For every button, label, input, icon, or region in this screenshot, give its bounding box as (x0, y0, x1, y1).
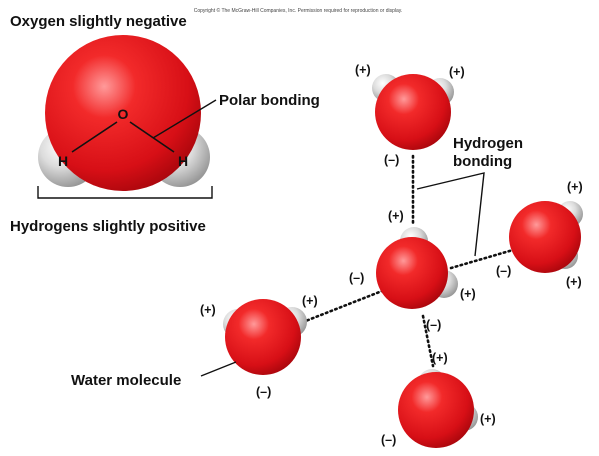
polar-bonding-label: Polar bonding (219, 92, 320, 109)
water-molecule-center (376, 227, 458, 309)
oxygen-symbol: O (118, 106, 129, 122)
water-molecule-leader (200, 361, 237, 377)
water-molecule-left (223, 299, 307, 375)
polar-bond-left (71, 121, 118, 153)
oxygen-atom (375, 74, 451, 150)
polar-bond-right (129, 121, 175, 153)
hbond-right (449, 248, 515, 270)
oxygen-atom (225, 299, 301, 375)
charge-label: (+) (302, 294, 318, 308)
hydrogen-symbol-right: H (178, 153, 188, 169)
charge-label: (+) (567, 180, 583, 194)
charge-label: (–) (349, 271, 364, 285)
charge-label: (+) (480, 412, 496, 426)
hydrogens-bracket (37, 186, 213, 199)
hydrogen-bonding-label-line2: bonding (453, 153, 512, 170)
water-molecule-label: Water molecule (71, 372, 181, 389)
polar-bonding-leader (152, 99, 217, 139)
water-molecule-top (372, 74, 454, 150)
charge-label: (–) (426, 318, 441, 332)
large-water-molecule: O H H (38, 35, 210, 191)
oxygen-negative-label: Oxygen slightly negative (10, 13, 187, 30)
water-molecule-bottom (398, 369, 478, 448)
charge-label: (–) (384, 153, 399, 167)
hydrogen-symbol-left: H (58, 153, 68, 169)
hbond-bottom (421, 314, 435, 368)
large-oxygen-atom (45, 35, 201, 191)
water-molecule-right (509, 201, 583, 273)
oxygen-atom (398, 372, 474, 448)
hydrogen-bonding-leaders (416, 172, 485, 257)
charge-label: (+) (388, 209, 404, 223)
oxygen-atom (509, 201, 581, 273)
hydrogen-bond-lines (296, 154, 515, 368)
hydrogens-positive-label: Hydrogens slightly positive (10, 218, 206, 235)
charge-label: (–) (496, 264, 511, 278)
hydrogen-bonding-label-line1: Hydrogen (453, 135, 523, 152)
hbond-left (296, 289, 384, 326)
charge-label: (+) (432, 351, 448, 365)
charge-label: (+) (355, 63, 371, 77)
charge-label: (+) (200, 303, 216, 317)
copyright-text: Copyright © The McGraw-Hill Companies, I… (194, 7, 403, 14)
charge-label: (+) (449, 65, 465, 79)
charge-label: (+) (566, 275, 582, 289)
charge-label: (–) (381, 433, 396, 447)
charge-label: (–) (256, 385, 271, 399)
charge-label: (+) (460, 287, 476, 301)
oxygen-atom (376, 237, 448, 309)
